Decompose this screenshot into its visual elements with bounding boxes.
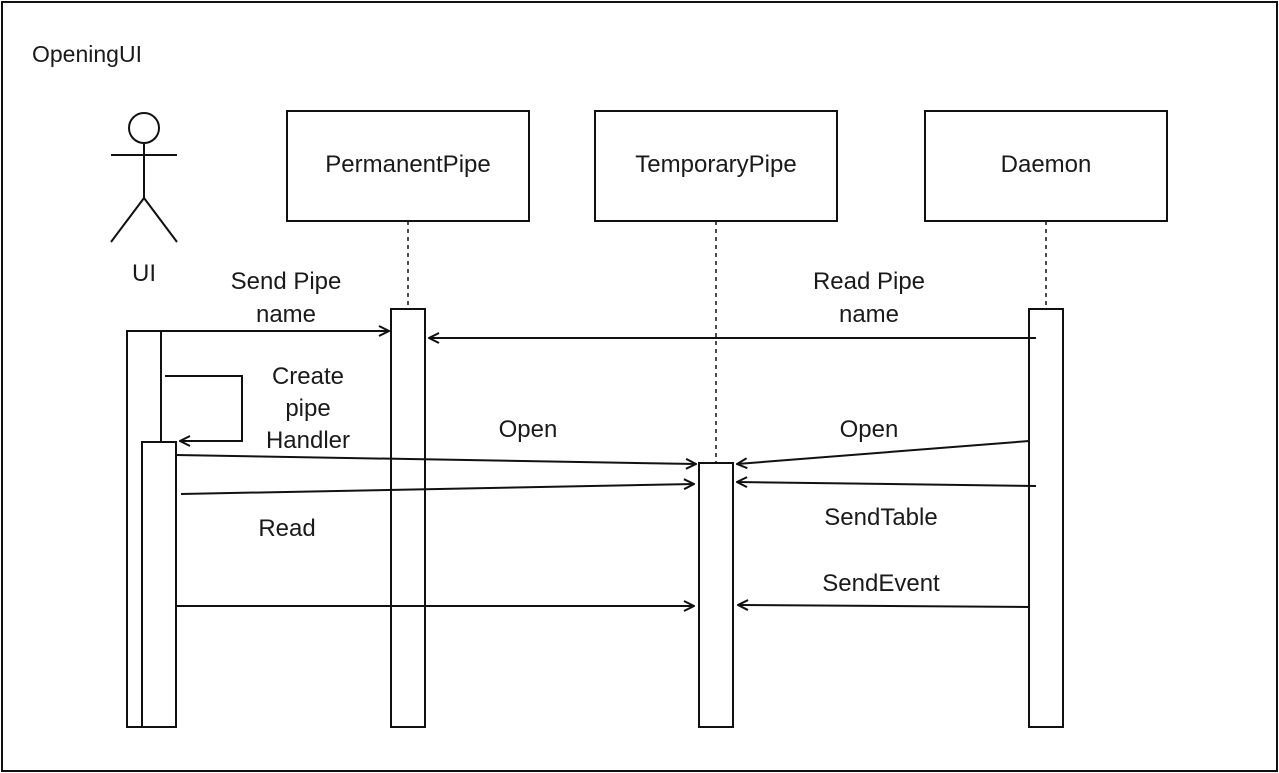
read-arrow [180,484,694,495]
create-pipe-handler-label-line2: pipe [285,395,330,422]
read-pipe-name-label-line2: name [839,301,899,328]
actor-head [128,112,160,144]
actor-right-leg [143,197,178,243]
open-from-ui-label: Open [499,416,558,443]
read-label: Read [258,515,315,542]
participant-permanentpipe-box [286,110,530,222]
temporarypipe-activation-bar [698,462,734,728]
actor-left-leg [110,197,145,243]
participant-daemon-label: Daemon [1001,151,1092,178]
participant-temporarypipe-label: TemporaryPipe [635,151,796,178]
send-event-label: SendEvent [822,570,940,597]
ui-actor [110,112,178,243]
send-table-arrow [737,482,1037,486]
participant-daemon-box [924,110,1168,222]
daemon-activation-bar [1028,308,1064,728]
send-pipe-name-label-line2: name [256,301,316,328]
send-table-label: SendTable [824,504,937,531]
open-from-daemon-label: Open [840,416,899,443]
create-pipe-handler-label-line1: Create [272,363,344,390]
participant-permanentpipe-label: PermanentPipe [325,151,490,178]
open-from-daemon-arrow [737,440,1030,464]
permanentpipe-activation-bar [390,308,426,728]
create-pipe-handler-label-line3: Handler [266,427,350,454]
ui-nested-activation-bar [141,441,177,728]
actor-label: UI [132,260,156,287]
create-pipe-handler-self-arrow [165,375,243,441]
participant-temporarypipe-box [594,110,838,222]
open-from-ui-arrow [175,454,696,464]
send-event-arrow [738,605,1030,607]
read-pipe-name-label-line1: Read Pipe [813,268,925,295]
frame-title: OpeningUI [32,41,142,67]
send-pipe-name-label-line1: Send Pipe [231,268,342,295]
